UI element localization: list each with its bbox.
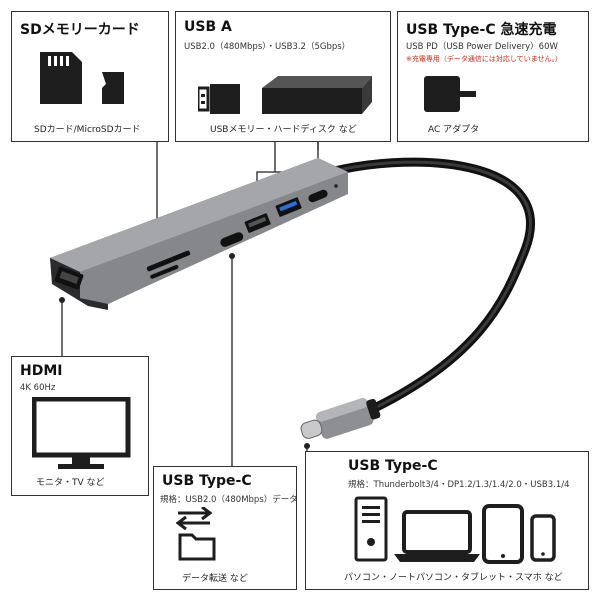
- usb-a-box: USB A USB2.0（480Mbps）・USB3.2（5Gbps） USBメ…: [175, 11, 391, 142]
- usb-c-data-spec: 規格：USB2.0（480Mbps）データ: [160, 495, 298, 505]
- hard-disk-icon: [262, 74, 372, 122]
- usb-c-data-box: USB Type-C 規格：USB2.0（480Mbps）データ データ転送 な…: [153, 466, 298, 590]
- usb-a-title: USB A: [184, 19, 232, 35]
- sd-card-icon: [40, 52, 140, 116]
- usb-c-data-caption: データ転送 など: [182, 574, 248, 584]
- usb-c-host-box: USB Type-C 規格：Thunderbolt3/4・DP1.2/1.3/1…: [305, 451, 589, 590]
- usb-c-pd-spec: USB PD（USB Power Delivery）60W: [406, 42, 558, 52]
- usb-c-pd-title: USB Type-C 急速充電: [406, 22, 557, 38]
- laptop-icon: [394, 510, 480, 568]
- hdmi-spec: 4K 60Hz: [20, 383, 56, 393]
- sd-card-caption: SDカード/MicroSDカード: [34, 125, 141, 135]
- usb-a-caption: USBメモリー・ハードディスク など: [210, 125, 357, 135]
- desktop-pc-icon: [354, 496, 388, 566]
- usb-c-pd-note: ※充電専用（データ通信には対応していません。）: [406, 55, 562, 63]
- sd-card-title: SDメモリーカード: [20, 22, 140, 38]
- tablet-icon: [482, 504, 524, 570]
- usb-flash-drive-icon: [196, 82, 242, 120]
- usb-c-host-spec: 規格：Thunderbolt3/4・DP1.2/1.3/1.4/2.0・USB3…: [348, 480, 570, 490]
- usb-c-pd-caption: AC アダプタ: [428, 125, 480, 135]
- hdmi-box: HDMI 4K 60Hz モニタ・TV など: [11, 356, 149, 496]
- smartphone-icon: [530, 514, 556, 566]
- usb-c-data-title: USB Type-C: [162, 473, 252, 489]
- sd-card-box: SDメモリーカード SDカード/MicroSDカード: [11, 11, 169, 142]
- monitor-icon: [31, 396, 132, 475]
- data-transfer-icon: [175, 505, 220, 565]
- usb-c-host-caption: パソコン・ノートパソコン・タブレット・スマホ など: [344, 573, 563, 583]
- usb-a-spec: USB2.0（480Mbps）・USB3.2（5Gbps）: [184, 42, 351, 52]
- usb-c-pd-box: USB Type-C 急速充電 USB PD（USB Power Deliver…: [397, 11, 589, 142]
- ac-adapter-icon: [424, 76, 484, 120]
- hdmi-caption: モニタ・TV など: [36, 478, 105, 488]
- hdmi-title: HDMI: [20, 363, 63, 379]
- usb-c-host-title: USB Type-C: [348, 458, 438, 474]
